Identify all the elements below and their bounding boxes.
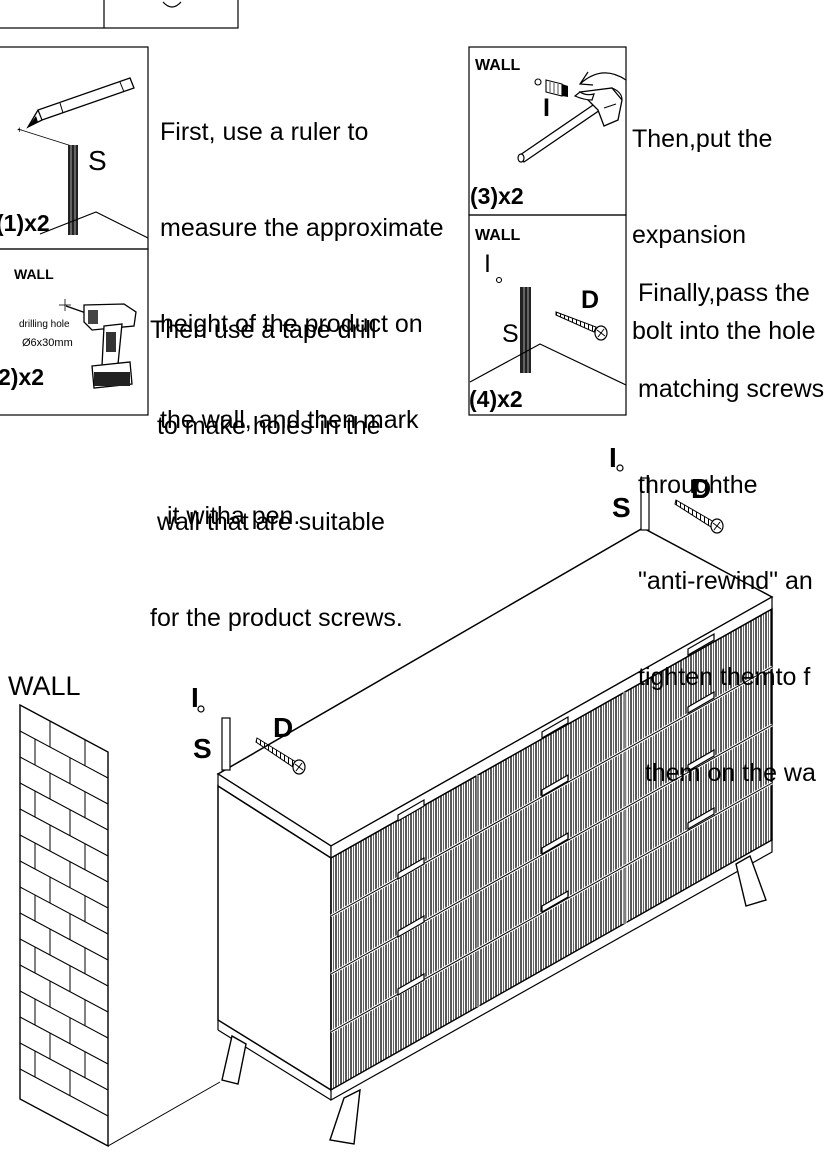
assembly-wall-label: WALL — [8, 671, 81, 701]
step3-count: (3)x2 — [470, 183, 524, 209]
right-part-d: D — [691, 473, 712, 504]
step2-line: for the product screws. — [150, 604, 403, 632]
step4-line: tighten themto f — [638, 663, 811, 691]
step4-wall-label: WALL — [475, 227, 521, 244]
step1-line: First, use a ruler to — [160, 118, 369, 146]
step1-line: height of the product on — [160, 310, 423, 338]
drill-icon — [65, 303, 137, 389]
step2-size-label: Ø6x30mm — [22, 337, 73, 349]
pen-icon: + — [17, 77, 135, 149]
step4-part-i: I — [484, 250, 491, 278]
step4-line: matching screws — [638, 375, 825, 403]
hammer-icon — [517, 87, 623, 163]
step4-count: (4)x2 — [469, 386, 523, 412]
step3-instructions: Then,put the expansion bolt into the hol… — [632, 59, 815, 379]
step2-line: wall that are suitable — [150, 508, 385, 536]
step2-wall-label: WALL — [14, 266, 54, 282]
step1-instructions: First, use a ruler to measure the approx… — [160, 52, 443, 564]
top-partial-panel — [0, 0, 239, 29]
dresser — [216, 527, 774, 1145]
step3-part-i: I — [543, 94, 550, 122]
step1-panel: + — [0, 46, 149, 250]
step4-instructions: Finally,pass the matching screws through… — [638, 213, 829, 821]
step4-panel — [468, 214, 627, 416]
step2-hole-label: drilling hole — [19, 319, 70, 330]
step2-instructions: Then use a tape drill to make holes in t… — [150, 250, 403, 666]
right-part-s: S — [612, 492, 631, 523]
step3-line: Then,put the — [632, 125, 773, 153]
step3-line: expansion — [632, 221, 746, 249]
left-part-i: I — [191, 682, 199, 713]
step2-panel — [0, 248, 149, 416]
step4-line: them on the wa — [638, 759, 816, 787]
right-part-i: I — [609, 442, 617, 473]
step2-line: to make holes in the — [150, 412, 381, 440]
step1-part-s: S — [88, 145, 107, 176]
step4-part-s: S — [502, 320, 519, 348]
step4-line: Finally,pass the — [638, 279, 810, 307]
step2-count: 2)x2 — [0, 364, 45, 390]
left-anchor-hardware — [197, 705, 306, 775]
step1-line: it witha pen. — [160, 502, 301, 530]
step4-line: throughthe — [638, 471, 758, 499]
screw-icon — [555, 311, 608, 341]
step2-line: Then use a tape drill — [150, 316, 377, 344]
brick-wall — [19, 703, 221, 1148]
right-anchor-hardware — [616, 464, 724, 534]
step1-line: the wall, and then mark — [160, 406, 419, 434]
step4-line: "anti-rewind" an — [638, 567, 813, 595]
step3-panel — [468, 46, 627, 216]
step1-line: measure the approximate — [160, 214, 444, 242]
svg-text:+: + — [17, 125, 22, 135]
step3-wall-label: WALL — [475, 57, 521, 74]
step4-part-d: D — [581, 286, 600, 314]
step3-line: bolt into the hole — [632, 317, 816, 345]
left-part-d: D — [273, 712, 294, 743]
left-part-s: S — [193, 733, 212, 764]
step1-count: (1)x2 — [0, 210, 50, 236]
